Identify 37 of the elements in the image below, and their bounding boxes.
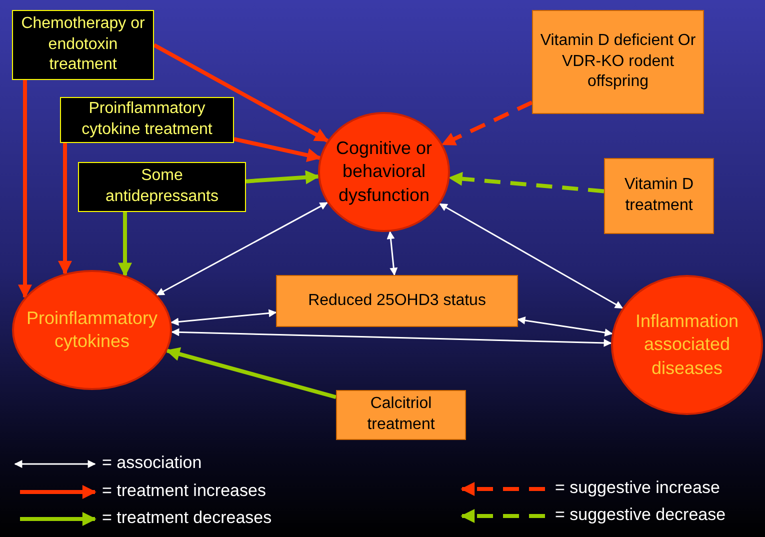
node-text: Proinflammatory cytokine treatment [80, 99, 214, 140]
process-box [532, 10, 704, 114]
arrow [153, 43, 329, 143]
arrow [18, 80, 32, 299]
legend-label: = association [102, 453, 202, 473]
arrow [439, 203, 624, 309]
legend-label: = treatment decreases [102, 508, 272, 528]
label-box [60, 97, 234, 143]
node-text: Reduced 25OHD3 status [307, 290, 487, 311]
arrow [156, 202, 328, 296]
process-box [336, 390, 466, 440]
node-text: Chemotherapy or endotoxin treatment [20, 14, 146, 76]
arrow [246, 170, 320, 184]
arrow [448, 172, 604, 194]
arrow [234, 137, 322, 162]
arrow [166, 347, 337, 400]
arrow [170, 309, 277, 326]
node-text: Calcitriol treatment [366, 394, 436, 435]
legend-label: = treatment increases [102, 481, 266, 501]
process-box [604, 158, 714, 234]
legend-label: = suggestive increase [555, 478, 720, 498]
arrow [171, 328, 612, 347]
arrow [441, 100, 533, 146]
node-text: Cognitive or behavioral dysfunction [334, 136, 434, 207]
arrow [58, 143, 72, 275]
arrow [118, 212, 132, 277]
node-text: Vitamin D treatment [623, 175, 695, 216]
legend-label: = suggestive decrease [555, 505, 726, 525]
label-box [12, 10, 154, 80]
label-box [78, 162, 246, 212]
node-text: Some antidepressants [104, 166, 220, 207]
arrow [386, 230, 398, 276]
node-text: Vitamin D deficient Or VDR-KO rodent offspring [539, 30, 697, 92]
node-text: Inflammation associated diseases [634, 310, 740, 380]
node-text: Proinflammatory cytokines [25, 306, 159, 353]
arrow [517, 316, 613, 336]
process-box [276, 275, 518, 327]
